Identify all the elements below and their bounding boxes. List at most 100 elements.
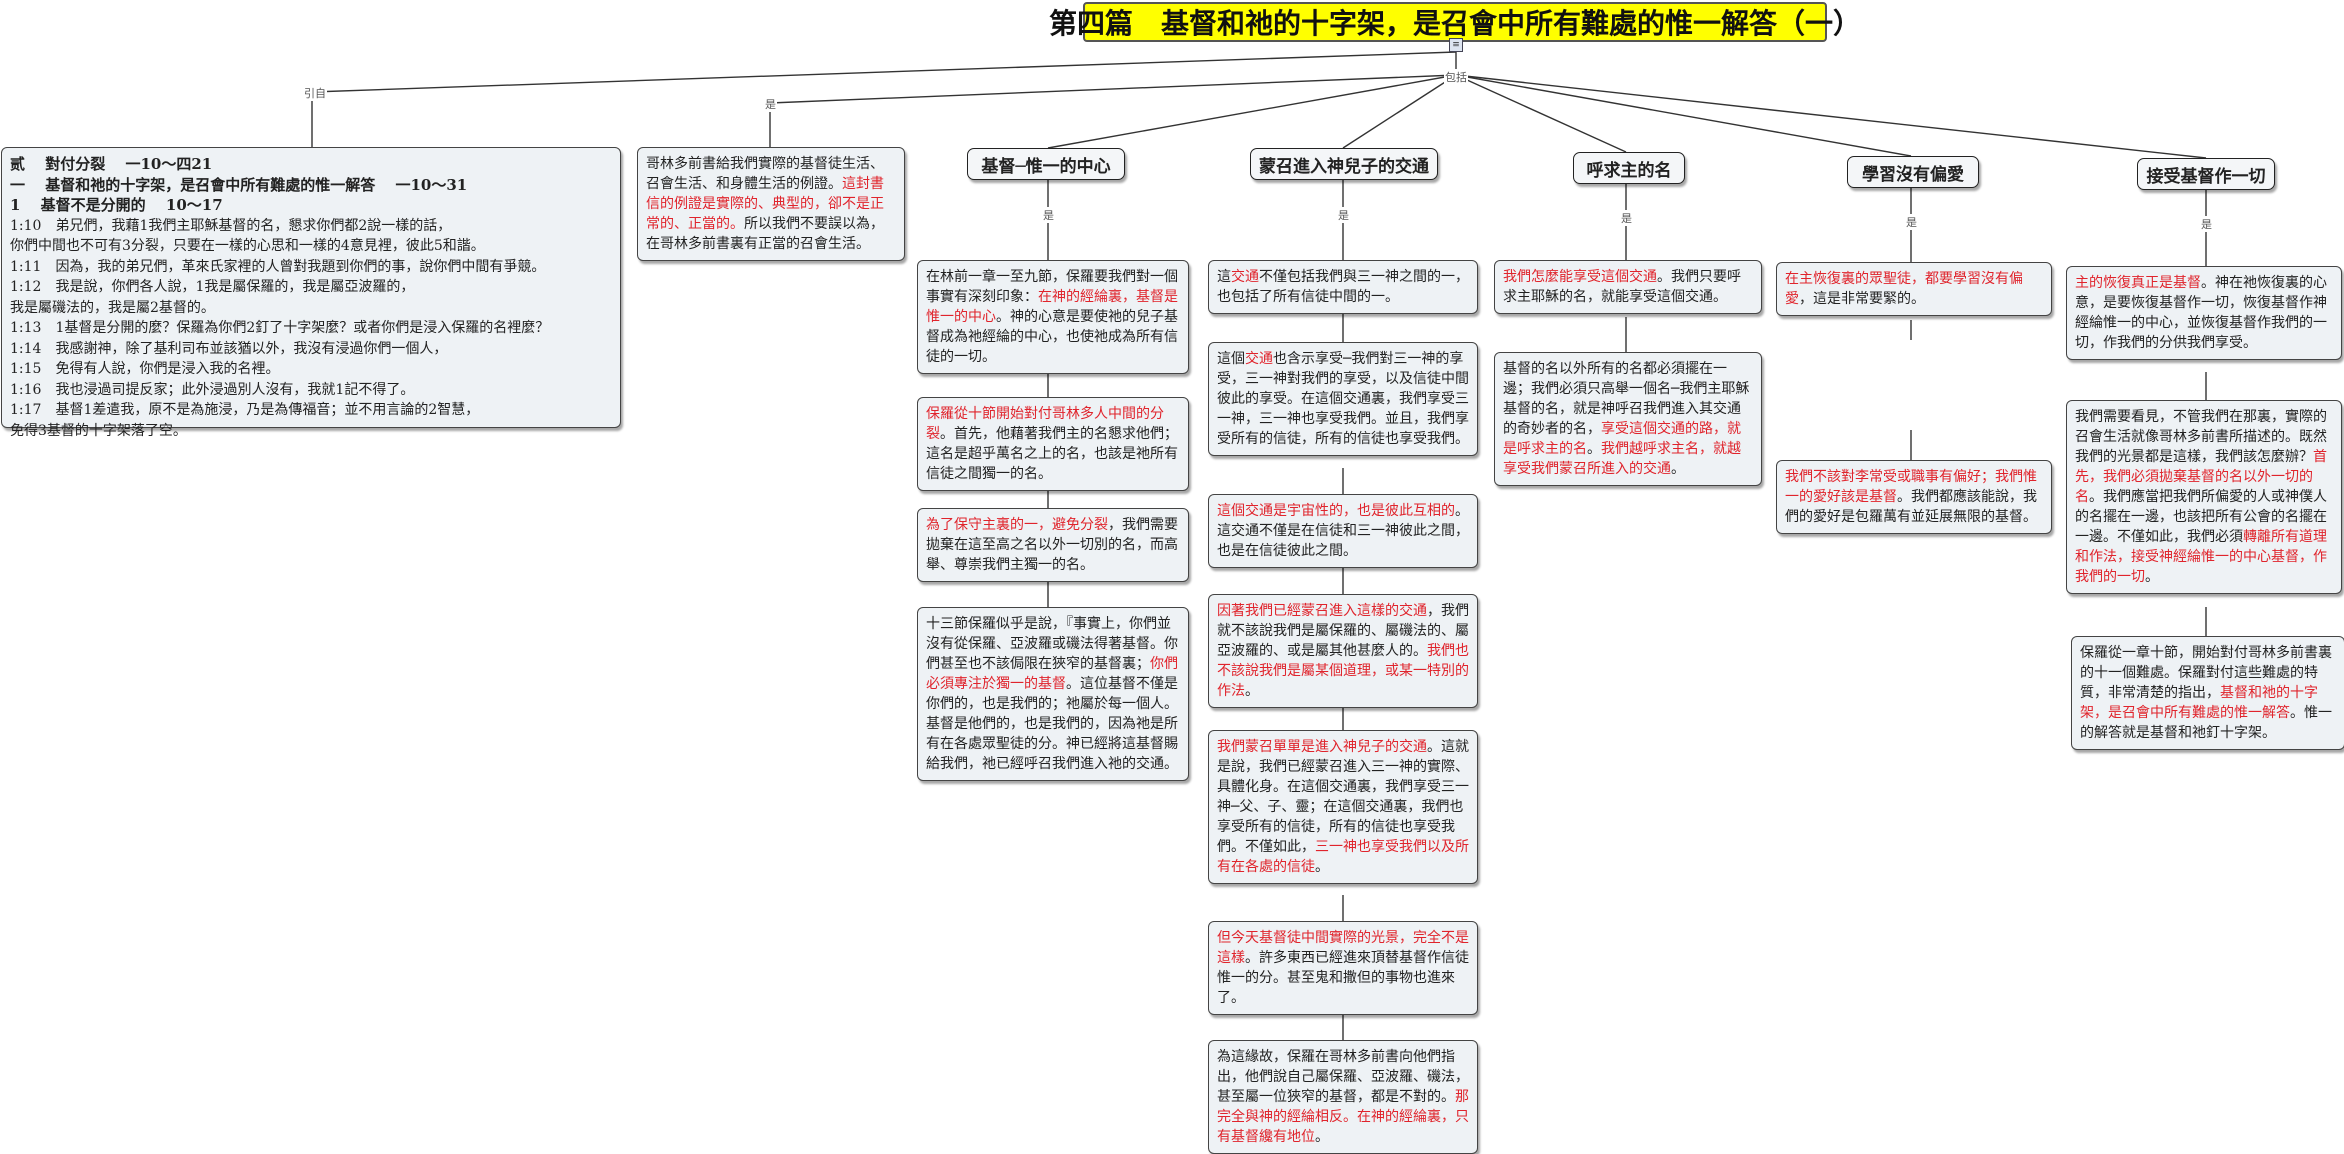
branch-card: 為這緣故，保羅在哥林多前書向他們指出，他們說自己屬保羅、亞波羅、磯法，甚至屬一位… <box>1208 1040 1478 1154</box>
card-text-segment: 。這位基督不僅是你們的，也是我們的；祂屬於每一個人。基督是他們的，也是我們的，因… <box>926 676 1178 772</box>
card-text-segment: 。 <box>2145 569 2159 585</box>
branch-card: 我們蒙召單單是進入神兒子的交通。這就是說，我們已經蒙召進入三一神的實際、具體化身… <box>1208 730 1478 884</box>
card-text-segment: 。這交通不僅是在信徒和三一神彼此之間，也是在信徒彼此之間。 <box>1217 503 1469 559</box>
card-text-segment: 保羅從一章十節，開始對付哥林多前書裏的十一個難處。保羅對付這些難處的特質，非常清… <box>2080 645 2332 701</box>
card-text-segment: 交通 <box>1245 351 1273 367</box>
branch-card: 因著我們已經蒙召進入這樣的交通，我們就不該說我們是屬保羅的、屬磯法的、屬亞波羅的… <box>1208 594 1478 708</box>
connector-label-is: 是 <box>1620 210 1633 226</box>
connector-label-is: 是 <box>764 96 777 112</box>
branch-card: 十三節保羅似乎是說，『事實上，你們並沒有從保羅、亞波羅或磯法得著基督。你們甚至也… <box>917 607 1189 781</box>
verses-heading-3: 1 基督不是分開的 10～17 <box>10 196 223 214</box>
card-text-segment: 。我們應當把我們所偏愛的人或神僕人的名擺在一邊，也該把所有公會的名擺在一邊。不僅… <box>2075 489 2327 545</box>
verse-line: 1:12 我是說，你們各人說，1我是屬保羅的，我是屬亞波羅的， <box>10 279 415 295</box>
card-text-segment: 我們越呼求主名，就越享受我們蒙召所進入的交通 <box>1503 441 1741 477</box>
card-text-segment: 這個交通是宇宙性的，也是彼此互相的 <box>1217 503 1455 519</box>
card-text-segment: 交通 <box>1231 269 1259 285</box>
branch-card: 為了保守主裏的一，避免分裂，我們需要拋棄在這至高之名以外一切別的名，而高舉、尊崇… <box>917 508 1189 582</box>
connector-label-include: 包括 <box>1444 69 1468 85</box>
branch-card: 我們需要看見，不管我們在那裏，實際的召會生活就像哥林多前書所描述的。既然我們的光… <box>2066 400 2342 594</box>
connector-label-is: 是 <box>2200 216 2213 232</box>
card-text-segment: 。我們都應該能說，我們的愛好是包羅萬有並延展無限的基督。 <box>1785 489 2037 525</box>
branch-header-christ-all[interactable]: 接受基督作一切 <box>2137 158 2275 190</box>
card-text-segment: 我們需要看見，不管我們在那裏，實際的召會生活就像哥林多前書所描述的。既然我們的光… <box>2075 409 2327 465</box>
branch-card: 在林前一章一至九節，保羅要我們對一個事實有深刻印象：在神的經綸裏，基督是惟一的中… <box>917 260 1189 374</box>
card-text-segment: 在林前一章一至九節，保羅要我們對一個事實有深刻印象： <box>926 269 1178 305</box>
branch-card: 保羅從一章十節，開始對付哥林多前書裏的十一個難處。保羅對付這些難處的特質，非常清… <box>2071 636 2344 750</box>
verse-line: 1:16 我也浸過司提反家；此外浸過別人沒有，我就1記不得了。 <box>10 381 415 398</box>
card-text-segment: 我們怎麼能享受這個交通 <box>1503 269 1657 285</box>
card-text-segment: 那完全與神的經綸相反。在神的經綸裏，只有基督纔有地位 <box>1217 1089 1469 1145</box>
intro-card: 哥林多前書給我們實際的基督徒生活、召會生活、和身體生活的例證。這封書信的例證是實… <box>637 147 905 261</box>
card-text-segment: 我們也不該說我們是屬某個道理，或某一特別的作法 <box>1217 643 1469 699</box>
scripture-verses-card: 贰 對付分裂 一10～四21 一 基督和祂的十字架，是召會中所有難處的惟一解答 … <box>1 147 621 439</box>
branch-header-christ-center[interactable]: 基督─惟一的中心 <box>967 148 1125 180</box>
branch-card: 保羅從十節開始對付哥林多人中間的分裂。首先，他藉著我們主的名懇求他們；這名是超乎… <box>917 397 1189 491</box>
intro-segment: 所以我們不要誤以為，在哥林多前書裏有正當的召會生活。 <box>646 216 884 252</box>
verse-line: 免得3基督的十字架落了空。 <box>10 422 187 439</box>
branch-card: 這個交通也含示享受─我們對三一神的享受，三一神對我們的享受，以及信徒中間彼此的享… <box>1208 342 1478 456</box>
card-text-segment: 因著我們已經蒙召進入這樣的交通 <box>1217 603 1427 619</box>
card-text-segment: 但今天基督徒中間實際的光景，完全不是這樣 <box>1217 930 1469 966</box>
card-text-segment: 。惟一的解答就是基督和祂釘十字架。 <box>2080 705 2332 741</box>
card-text-segment: 。我們只要呼求主耶穌的名，就能享受這個交通。 <box>1503 269 1741 305</box>
connector-label-quote: 引自 <box>303 85 327 101</box>
verse-line: 1:14 我感謝神，除了基利司布並該猶以外，我沒有浸過你們一個人， <box>10 340 448 357</box>
card-text-segment: ，我們就不該說我們是屬保羅的、屬磯法的、屬亞波羅的、或是屬其他甚麼人的。 <box>1217 603 1469 659</box>
branch-card: 但今天基督徒中間實際的光景，完全不是這樣。許多東西已經進來頂替基督作信徒惟一的分… <box>1208 921 1478 1015</box>
branch-card: 這交通不僅包括我們與三一神之間的一，也包括了所有信徒中間的一。 <box>1208 260 1478 314</box>
intro-segment: 哥林多前書給我們實際的基督徒生活、召會生活、和身體生活的例證。 <box>646 156 884 192</box>
card-text-segment: 十三節保羅似乎是說，『事實上，你們並沒有從保羅、亞波羅或磯法得著基督。你們甚至也… <box>926 616 1178 672</box>
connector-label-is: 是 <box>1337 207 1350 223</box>
branch-card: 基督的名以外所有的名都必須擺在一邊；我們必須只高舉一個名─我們主耶穌基督的名，就… <box>1494 352 1762 486</box>
branch-card: 主的恢復真正是基督。神在祂恢復裏的心意，是要恢復基督作一切，恢復基督作神經綸惟一… <box>2066 266 2342 360</box>
verse-line: 我是屬磯法的，我是屬2基督的。 <box>10 299 215 316</box>
card-text-segment: 轉離所有道理和作法，接受神經綸惟一的中心基督，作我們的一切 <box>2075 529 2327 585</box>
verse-line: 你們中間也不可有3分裂，只要在一樣的心思和一樣的4意見裡，彼此5和諧。 <box>10 238 485 254</box>
verse-line: 1:10 弟兄們，我藉1我們主耶穌基督的名，懇求你們都2說一樣的話， <box>10 217 452 234</box>
card-text-segment: 為這緣故，保羅在哥林多前書向他們指出，他們說自己屬保羅、亞波羅、磯法，甚至屬一位… <box>1217 1049 1469 1105</box>
connector-label-is: 是 <box>1042 207 1055 223</box>
card-text-segment: 基督和祂的十字架，是召會中所有難處的惟一解答 <box>2080 685 2318 721</box>
branch-card: 這個交通是宇宙性的，也是彼此互相的。這交通不僅是在信徒和三一神彼此之間，也是在信… <box>1208 494 1478 568</box>
card-text-segment: 。神在祂恢復裏的心意，是要恢復基督作一切，恢復基督作神經綸惟一的中心，並恢復基督… <box>2075 275 2327 351</box>
branch-header-no-preference[interactable]: 學習沒有偏愛 <box>1847 156 1979 188</box>
verse-line: 1:17 基督1差遣我，原不是為施浸，乃是為傳福音；並不用言論的2智慧， <box>10 402 480 418</box>
card-text-segment: 在神的經綸裏，基督是惟一的中心 <box>926 289 1178 325</box>
card-text-segment: 為了保守主裏的一，避免分裂 <box>926 517 1108 533</box>
verses-heading-2: 一 基督和祂的十字架，是召會中所有難處的惟一解答 一10～31 <box>10 175 468 194</box>
card-text-segment: 。 <box>1587 441 1601 457</box>
card-text-segment: 三一神也享受我們以及所有在各處的信徒 <box>1217 839 1469 875</box>
card-text-segment: 我們蒙召單單是進入神兒子的交通 <box>1217 739 1427 755</box>
branch-card: 在主恢復裏的眾聖徒，都要學習沒有偏愛，這是非常要緊的。 <box>1776 262 2052 316</box>
card-text-segment: 主的恢復真正是基督 <box>2075 275 2201 291</box>
verse-line: 1:15 免得有人說，你們是浸入我的名裡。 <box>10 361 280 377</box>
card-text-segment: 。 <box>1315 859 1329 875</box>
card-text-segment: 。 <box>1245 683 1259 699</box>
card-text-segment: 保羅從十節開始對付哥林多人中間的分裂 <box>926 406 1164 442</box>
branch-card: 我們怎麼能享受這個交通。我們只要呼求主耶穌的名，就能享受這個交通。 <box>1494 260 1762 314</box>
card-text-segment: 在主恢復裏的眾聖徒，都要學習沒有偏愛 <box>1785 271 2023 307</box>
card-text-segment: 首先，我們必須拋棄基督的名以外一切的名 <box>2075 449 2327 505</box>
page-title: 第四篇 基督和祂的十字架，是召會中所有難處的惟一解答（一） <box>1049 2 1861 42</box>
document-icon: ≡ <box>1449 38 1463 52</box>
card-text-segment: 這個 <box>1217 351 1245 367</box>
branch-header-fellowship[interactable]: 蒙召進入神兒子的交通 <box>1250 148 1438 180</box>
connector-label-is: 是 <box>1905 214 1918 230</box>
card-text-segment: 基督的名以外所有的名都必須擺在一邊；我們必須只高舉一個名─我們主耶穌基督的名，就… <box>1503 361 1750 437</box>
intro-segment: 這封書信的例證是實際的、典型的，卻不是正常的、正當的。 <box>646 176 884 232</box>
card-text-segment: ，我們需要拋棄在這至高之名以外一切別的名，而高舉、尊崇我們主獨一的名。 <box>926 517 1178 573</box>
branch-header-call-on-name[interactable]: 呼求主的名 <box>1573 152 1685 184</box>
card-text-segment: 我們不該對李常受或職事有偏好；我們惟一的愛好該是基督 <box>1785 469 2037 505</box>
card-text-segment: 。許多東西已經進來頂替基督作信徒惟一的分。甚至鬼和撒但的事物也進來了。 <box>1217 950 1469 1006</box>
card-text-segment: ，這是非常要緊的。 <box>1799 291 1925 307</box>
card-text-segment: 。首先，他藉著我們主的名懇求他們；這名是超乎萬名之上的名，也該是祂所有信徒之間獨… <box>926 426 1178 482</box>
verse-line: 1:13 1基督是分開的麼？保羅為你們2釘了十字架麼？或者你們是浸入保羅的名裡麼… <box>10 320 550 336</box>
card-text-segment: 。神的心意是要使祂的兒子基督成為祂經綸的中心，也使祂成為所有信徒的一切。 <box>926 309 1178 365</box>
card-text-segment: 這 <box>1217 269 1231 285</box>
verses-heading-1: 贰 對付分裂 一10～四21 <box>10 155 213 173</box>
card-text-segment: 享受這個交通的路，就是呼求主的名 <box>1503 421 1741 457</box>
card-text-segment: 也含示享受─我們對三一神的享受，三一神對我們的享受，以及信徒中間彼此的享受。在這… <box>1217 351 1469 447</box>
card-text-segment: 你們必須專注於獨一的基督 <box>926 656 1178 692</box>
branch-card: 我們不該對李常受或職事有偏好；我們惟一的愛好該是基督。我們都應該能說，我們的愛好… <box>1776 460 2052 534</box>
card-text-segment: 。 <box>1671 461 1685 477</box>
